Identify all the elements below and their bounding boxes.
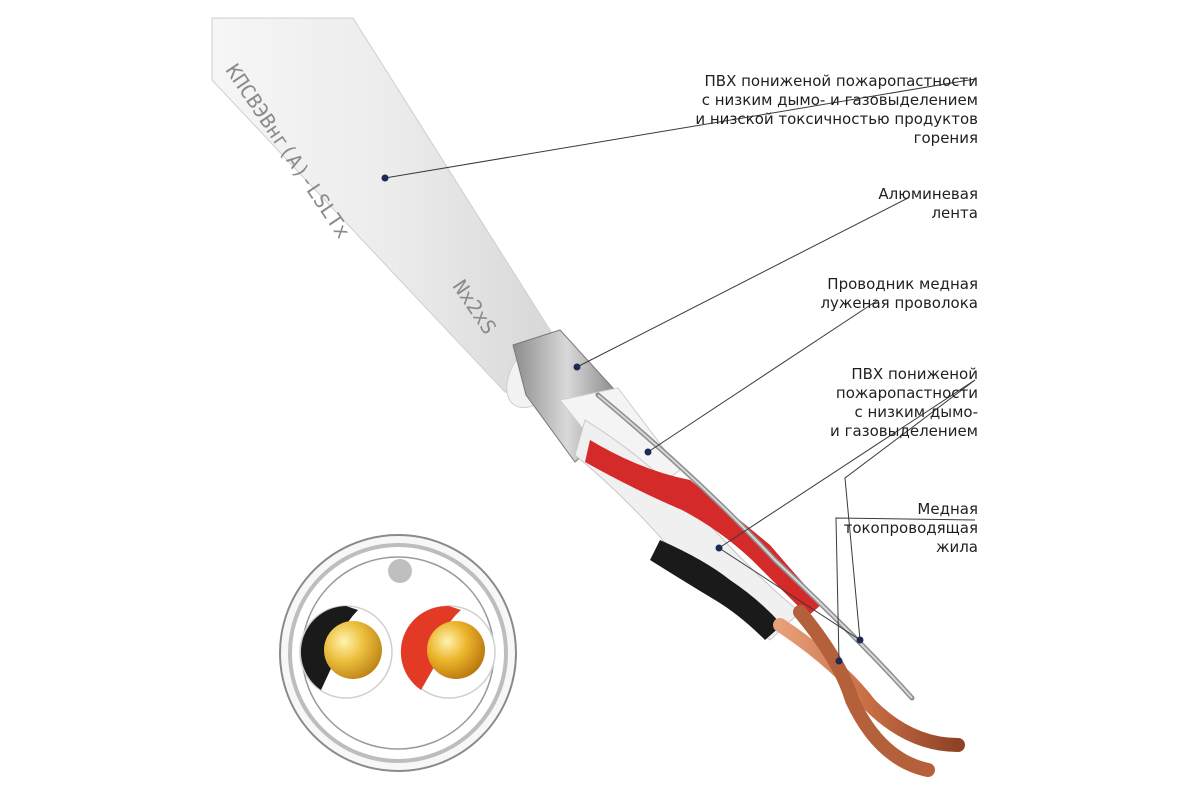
leader-dots [381,174,864,665]
cross-section-drain-wire [388,559,412,583]
copper-conductor-1 [773,618,965,752]
red-insulation-stripe [585,440,822,616]
leader-lines [384,78,976,662]
copper-conductor-2 [793,605,935,777]
outer-sheath [211,17,573,394]
cross-section-core-black [324,621,382,679]
black-insulation-stripe [650,540,782,640]
label-aluminum-tape: Алюминевая лента [878,185,978,222]
label-outer-sheath: ПВХ пониженой пожаропастности с низким д… [695,72,978,147]
label-insulation: ПВХ пониженой пожаропастности с низким д… [830,365,978,440]
cross-section [279,534,517,772]
label-conductor: Медная токопроводящая жила [843,500,978,556]
label-drain-wire: Проводник медная луженая проволока [820,275,978,312]
cross-section-core-red [427,621,485,679]
